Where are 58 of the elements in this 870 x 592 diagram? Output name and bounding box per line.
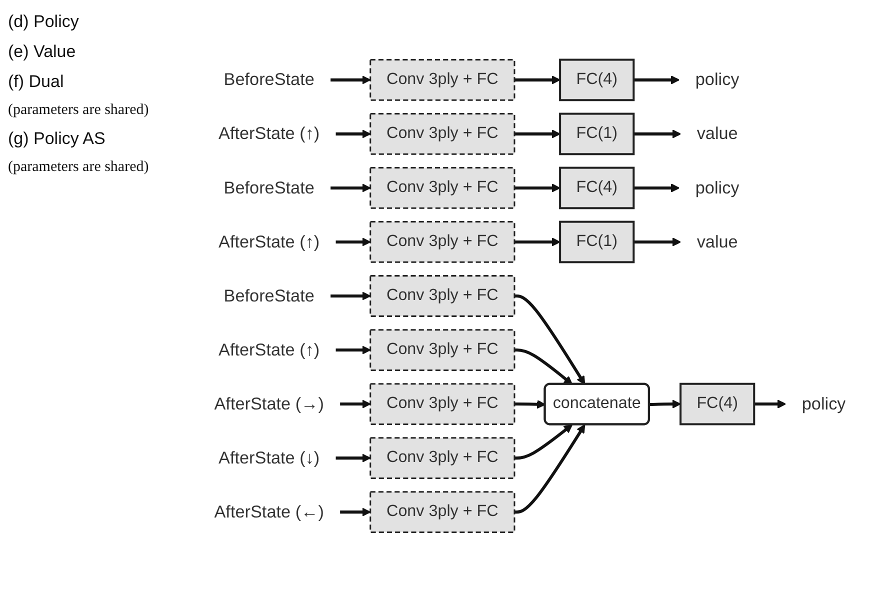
note-text: (parameters are shared): [8, 159, 150, 176]
arrow: [634, 75, 680, 84]
node-text: AfterState (↑): [218, 232, 320, 252]
node-text: policy: [695, 70, 740, 90]
arrow: [336, 238, 371, 246]
arrow: [634, 238, 682, 246]
panel-heading: (f) Dual: [8, 72, 65, 92]
node-box: Conv 3ply + FC: [370, 275, 516, 317]
arrow: [514, 130, 560, 138]
arrow: [336, 454, 371, 462]
arrow: [340, 508, 371, 517]
node-text: value: [696, 232, 738, 252]
node-box: FC(1): [559, 112, 635, 156]
node-text: AfterState (↓): [218, 448, 320, 468]
panel-heading: (g) Policy AS: [8, 129, 106, 149]
node-text: policy: [802, 394, 846, 414]
arrow: [514, 238, 560, 246]
node-box: Conv 3ply + FC: [370, 437, 516, 479]
node-box: FC(1): [559, 220, 635, 264]
node-box: Conv 3ply + FC: [370, 221, 516, 263]
arrow: [514, 75, 560, 84]
node-box: FC(4): [559, 58, 635, 102]
node-text: AfterState (↑): [218, 124, 320, 144]
node-text: policy: [695, 178, 740, 198]
node-box: Conv 3ply + FC: [370, 383, 516, 425]
note-text: (parameters are shared): [8, 102, 150, 119]
node-box: FC(4): [559, 166, 635, 210]
panel-heading: (e) Value: [8, 42, 77, 62]
arrow: [330, 75, 371, 84]
node-text: value: [696, 124, 738, 144]
node-box: Conv 3ply + FC: [370, 329, 516, 371]
arrow: [514, 294, 586, 385]
arrow: [514, 348, 573, 385]
node-text: AfterState (→): [214, 394, 324, 414]
arrow: [634, 184, 680, 192]
node-box: Conv 3ply + FC: [370, 58, 516, 101]
node-box: Conv 3ply + FC: [370, 491, 516, 534]
arrow: [336, 130, 371, 138]
arrow: [514, 400, 546, 409]
node-box: Conv 3ply + FC: [370, 167, 516, 209]
node-text: BeforeState: [224, 178, 314, 198]
node-text: BeforeState: [224, 70, 314, 90]
arrow: [634, 130, 682, 138]
arrow: [649, 400, 681, 408]
node-text: AfterState (←): [214, 502, 324, 522]
arrow: [754, 400, 786, 408]
arrow: [340, 400, 371, 408]
arrow: [330, 292, 371, 300]
node-text: AfterState (↑): [218, 340, 320, 360]
node-box: Conv 3ply + FC: [370, 113, 516, 155]
panel-heading: (d) Policy: [8, 12, 80, 32]
node-text: BeforeState: [224, 286, 314, 306]
arrow: [514, 424, 573, 460]
arrow: [336, 346, 371, 354]
arrow: [514, 424, 586, 514]
arrow: [514, 184, 560, 192]
arrow: [330, 184, 371, 192]
node-box: FC(4): [680, 382, 756, 426]
